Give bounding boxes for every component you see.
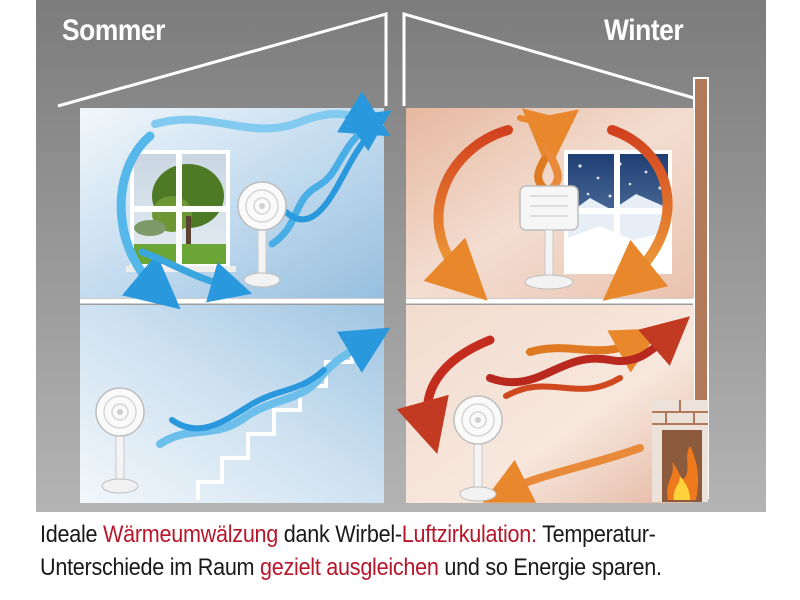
summer-label: Sommer <box>62 14 166 47</box>
caption-text: und so Energie sparen. <box>438 554 662 581</box>
caption-highlight: Luftzirkulation: <box>401 521 537 548</box>
airflow-arrow-icon <box>396 108 691 503</box>
caption-text: dank Wirbel- <box>278 521 402 548</box>
caption-highlight: gezielt ausgleichen <box>260 554 439 581</box>
window-icon <box>126 150 236 272</box>
caption-text: Ideale <box>40 521 103 548</box>
caption: Ideale Wärmeumwälzung dank Wirbel-Luftzi… <box>40 518 697 584</box>
fan-icon <box>519 185 579 290</box>
caption-highlight: Wärmeumwälzung <box>102 521 279 548</box>
caption-line-1: Ideale Wärmeumwälzung dank Wirbel-Luftzi… <box>40 518 697 551</box>
airflow-arrow-icon <box>116 91 392 448</box>
roof-winter <box>402 12 695 106</box>
caption-text: Unterschiede im Raum <box>40 554 261 581</box>
fireplace-icon <box>652 400 708 502</box>
caption-line-2: Unterschiede im Raum gezielt ausgleichen… <box>40 551 697 584</box>
caption-text: Temperatur- <box>536 521 656 548</box>
winter-label: Winter <box>604 14 684 47</box>
